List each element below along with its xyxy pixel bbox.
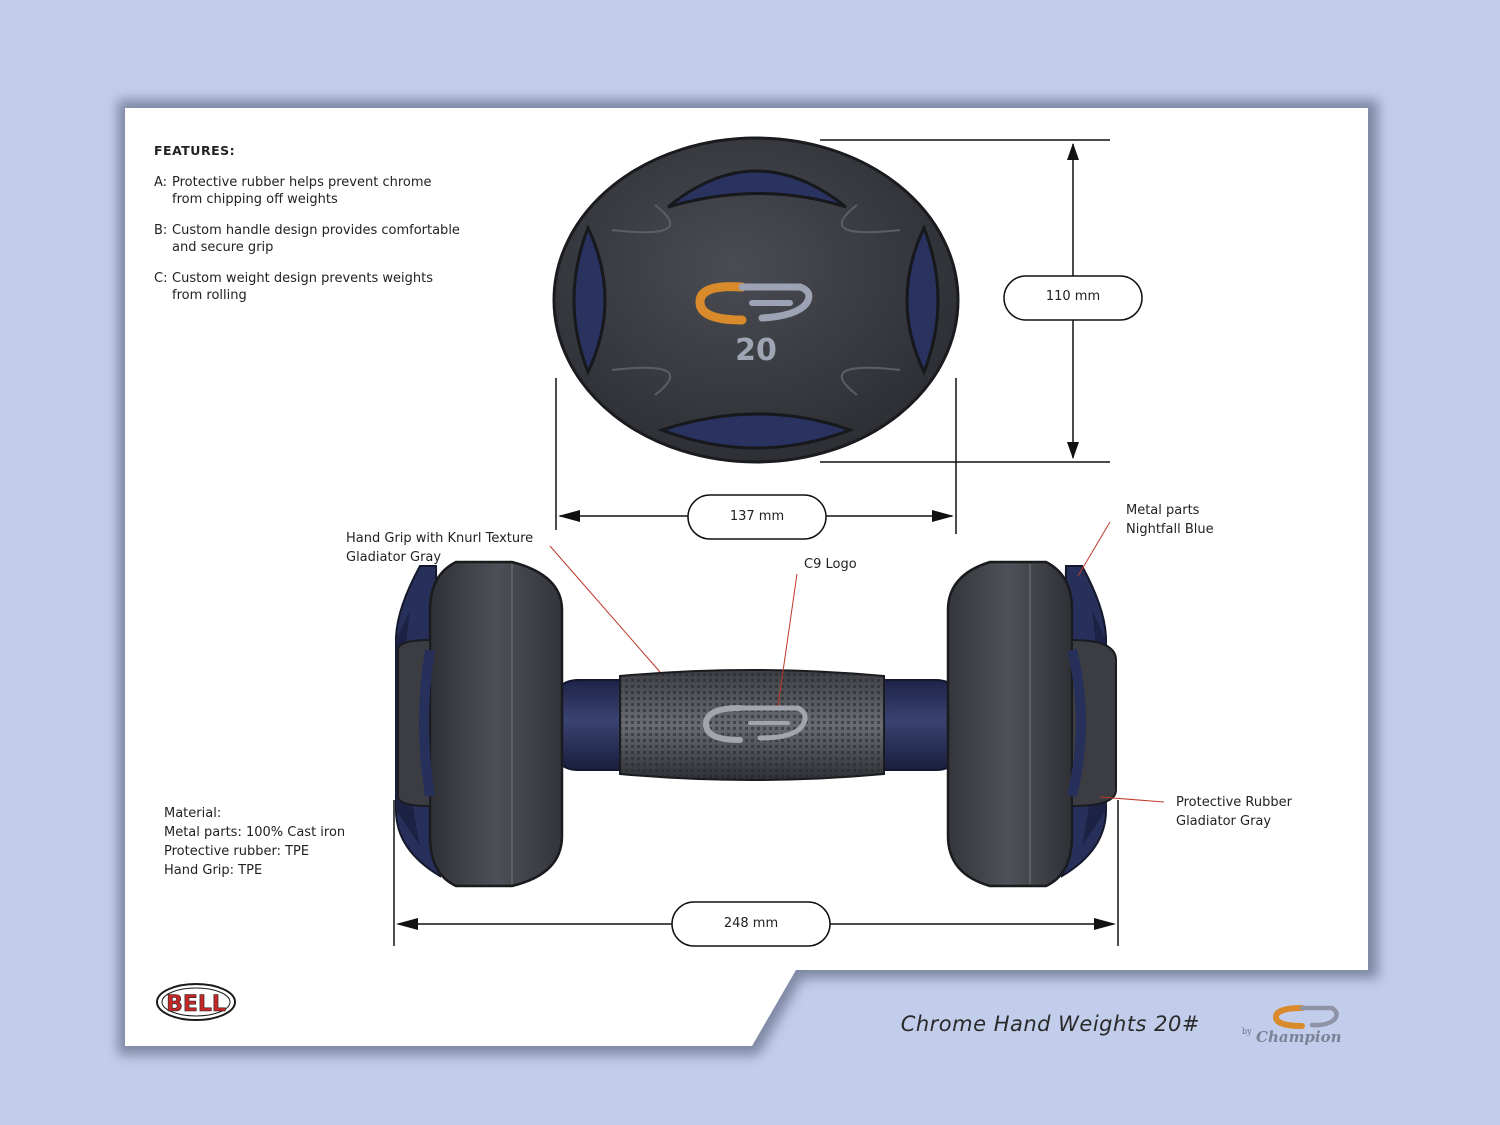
bell-logo: BELL [156, 983, 236, 1021]
feature-key: A: [154, 175, 168, 190]
height-dimension-label: 110 mm [1045, 289, 1101, 304]
grip-callout-line2: Gladiator Gray [346, 550, 442, 565]
rubber-callout: Protective Rubber Gladiator Gray [1176, 793, 1292, 831]
logo-callout: C9 Logo [804, 555, 857, 574]
length-dimension [393, 800, 1119, 947]
feature-text: Protective rubber helps prevent chrome f… [172, 175, 432, 207]
c9-logo-icon [695, 282, 813, 325]
rubber-callout-line2: Gladiator Gray [1176, 814, 1272, 829]
material-line: Hand Grip: TPE [164, 863, 263, 878]
dumbbell-end-view: 20 [552, 136, 960, 464]
width-dimension-label: 137 mm [729, 509, 785, 524]
leader-lines [549, 521, 1165, 803]
svg-text:BELL: BELL [166, 992, 226, 1017]
material-line: Metal parts: 100% Cast iron [164, 825, 346, 840]
svg-text:by: by [1242, 1027, 1252, 1036]
material-line: Protective rubber: TPE [164, 844, 310, 859]
features-title: FEATURES: [154, 143, 236, 158]
height-dimension [820, 139, 1143, 463]
left-weight-head [395, 560, 564, 888]
svg-text:Champion: Champion [1256, 1028, 1342, 1046]
feature-item-c: C: Custom weight design prevents weights… [154, 270, 433, 304]
dumbbell-front-view [395, 560, 1117, 888]
metal-callout-line2: Nightfall Blue [1126, 522, 1214, 537]
logo-callout-line1: C9 Logo [804, 557, 857, 572]
feature-item-a: A: Protective rubber helps prevent chrom… [154, 174, 432, 208]
feature-text: Custom handle design provides comfortabl… [172, 223, 460, 255]
rubber-callout-line1: Protective Rubber [1176, 795, 1292, 810]
weight-badge: 20 [735, 333, 777, 368]
feature-key: B: [154, 223, 168, 238]
feature-item-b: B: Custom handle design provides comfort… [154, 222, 460, 256]
metal-callout: Metal parts Nightfall Blue [1126, 501, 1214, 539]
champion-logo: by Champion [1242, 1005, 1342, 1046]
product-title: Chrome Hand Weights 20# [900, 1012, 1200, 1036]
grip-callout: Hand Grip with Knurl Texture Gladiator G… [346, 529, 533, 567]
material-block: Material: Metal parts: 100% Cast iron Pr… [164, 804, 345, 880]
length-dimension-label: 248 mm [723, 916, 779, 931]
right-weight-head [946, 560, 1117, 888]
feature-text: Custom weight design prevents weights fr… [172, 271, 434, 303]
width-dimension [555, 378, 957, 540]
grip-callout-line1: Hand Grip with Knurl Texture [346, 531, 534, 546]
metal-callout-line1: Metal parts [1126, 503, 1200, 518]
material-line: Material: [164, 806, 222, 821]
grip-c9-logo-icon [702, 705, 808, 743]
feature-key: C: [154, 271, 168, 286]
